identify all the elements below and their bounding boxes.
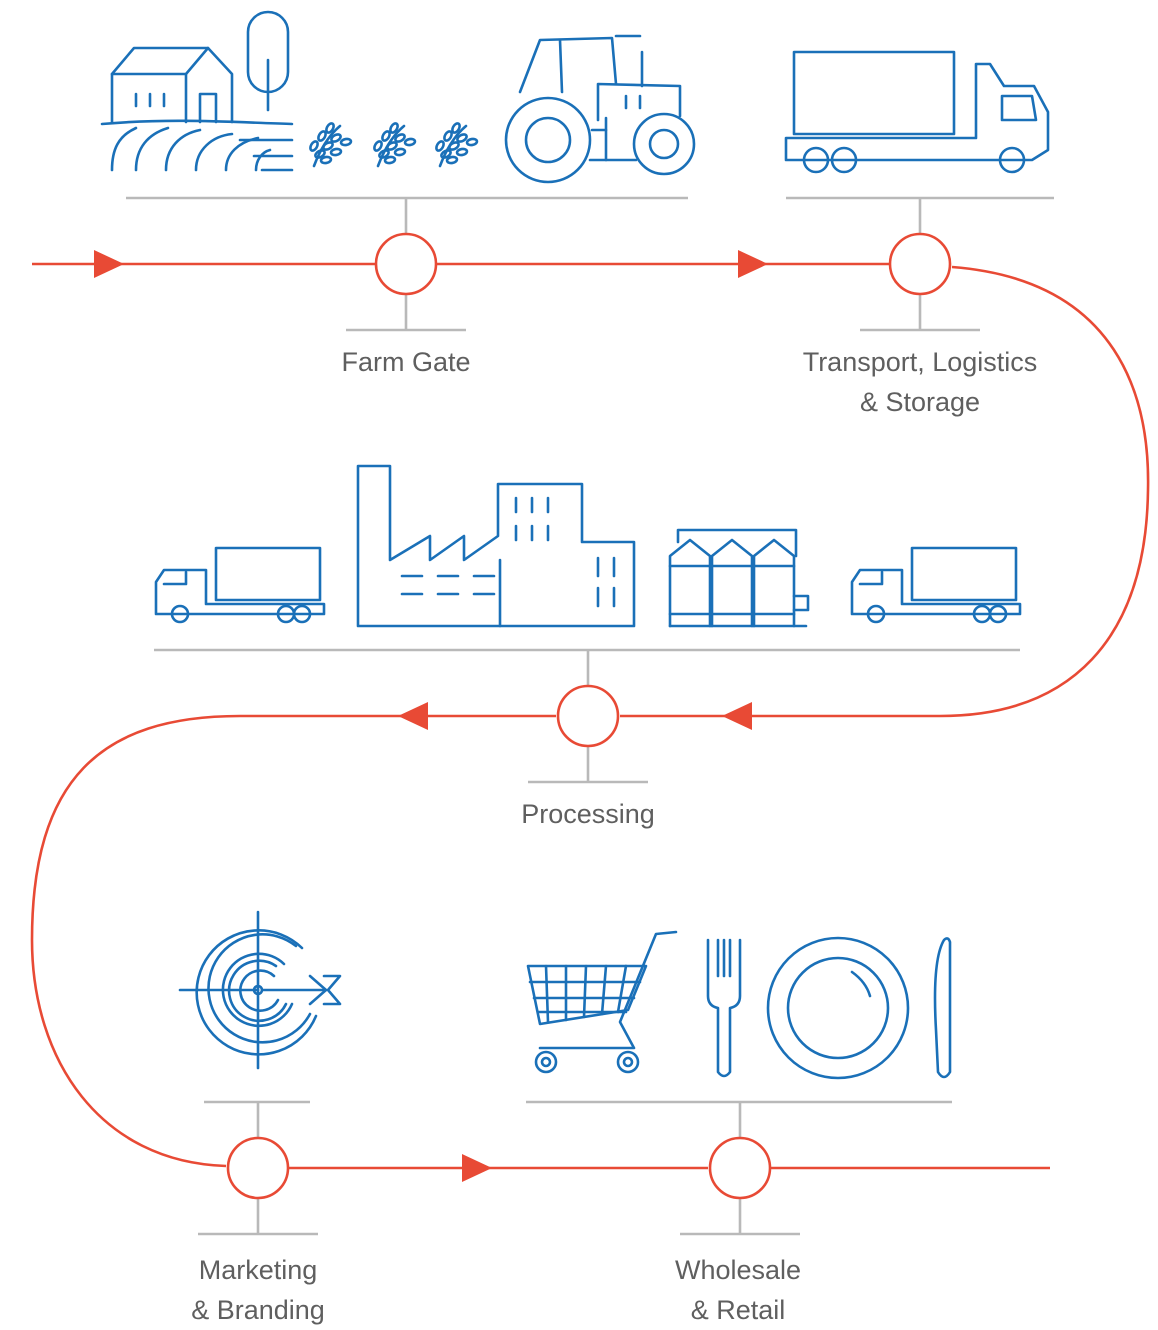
grain-silos-icon	[668, 528, 810, 628]
truck-icon	[784, 50, 1050, 174]
flow-line	[30, 262, 1150, 1170]
stage-label-transport: Transport, Logistics & Storage	[802, 347, 1038, 417]
tractor-icon	[504, 34, 696, 184]
wheat-icon	[433, 120, 479, 168]
plate-icon	[766, 936, 910, 1080]
farmhouse-icon	[110, 46, 234, 124]
flow-arrow	[94, 250, 124, 278]
truck-icon	[850, 546, 1022, 624]
field-rows-icon	[100, 119, 294, 172]
fork-icon	[706, 938, 742, 1078]
stage-node	[226, 1136, 290, 1200]
stage-node	[556, 684, 620, 748]
flow-arrow	[738, 250, 768, 278]
stage-label-marketing: Marketing & Branding	[191, 1255, 325, 1325]
wheat-icon	[371, 120, 417, 168]
stage-label-processing: Processing	[521, 799, 655, 829]
flow-arrow	[398, 702, 428, 730]
target-icon	[178, 910, 342, 1070]
stage-transport	[786, 196, 1054, 332]
stage-farm-gate	[126, 196, 688, 332]
tree-icon	[246, 10, 290, 112]
knife-icon	[933, 937, 952, 1079]
flow-arrow	[722, 702, 752, 730]
stage-processing	[154, 648, 1020, 784]
stage-node	[374, 232, 438, 296]
stage-label-farm-gate: Farm Gate	[341, 347, 471, 377]
stage-marketing	[198, 1100, 318, 1236]
truck-icon	[154, 546, 326, 624]
wheat-icon	[307, 120, 353, 168]
stage-label-wholesale-retail: Wholesale & Retail	[674, 1255, 802, 1325]
stage-node	[888, 232, 952, 296]
stage-wholesale-retail	[526, 1100, 952, 1236]
factory-icon	[356, 464, 636, 628]
shopping-cart-icon	[526, 930, 678, 1074]
stage-node	[708, 1136, 772, 1200]
flow-arrow	[462, 1154, 492, 1182]
